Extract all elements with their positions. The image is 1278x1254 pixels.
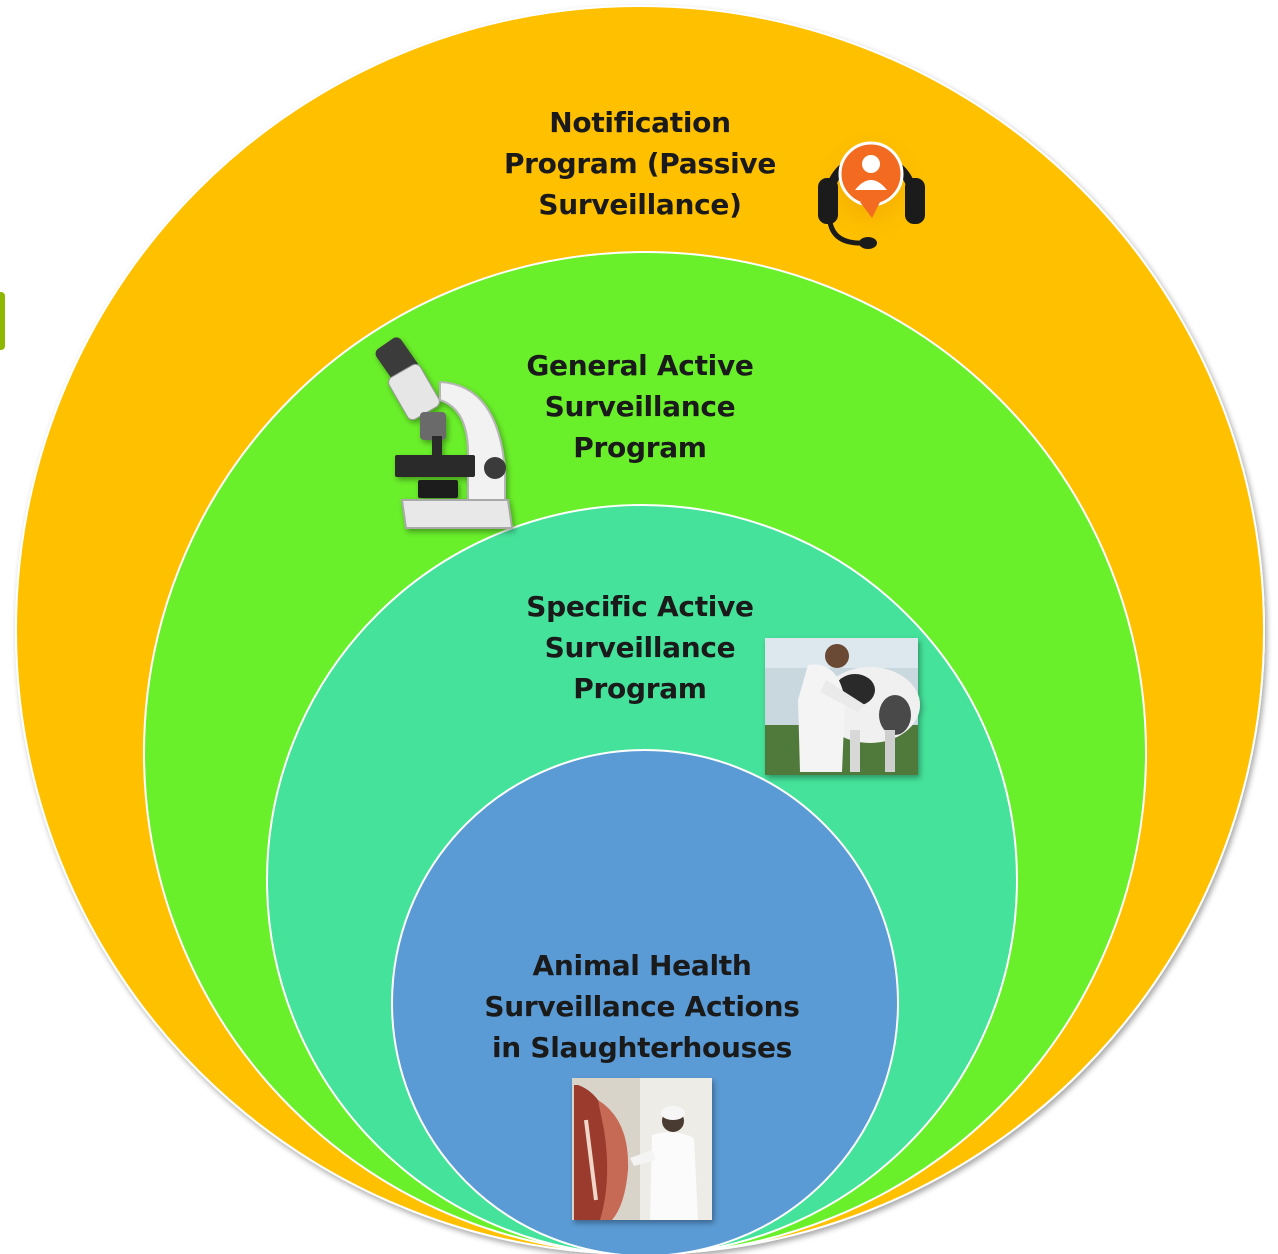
- label-line: Notification: [549, 106, 731, 139]
- slaughterhouse-inspection-photo: [572, 1078, 712, 1220]
- label-line: Surveillance: [544, 390, 736, 423]
- label-line: Program: [573, 431, 707, 464]
- edge-accent-mark: [0, 292, 5, 350]
- microscope-icon: [375, 337, 514, 529]
- headset-support-icon: [808, 123, 932, 249]
- specific-active-program-label: Specific Active Surveillance Program: [470, 586, 810, 709]
- general-active-program-label: General Active Surveillance Program: [470, 345, 810, 468]
- label-line: Animal Health: [532, 949, 752, 982]
- notification-program-label: Notification Program (Passive Surveillan…: [470, 102, 810, 225]
- label-line: Surveillance): [538, 188, 742, 221]
- label-line: Program (Passive: [503, 147, 777, 180]
- label-line: Surveillance: [544, 631, 736, 664]
- slaughterhouse-actions-label: Animal Health Surveillance Actions in Sl…: [452, 945, 832, 1068]
- label-line: Program: [573, 672, 707, 705]
- label-line: Surveillance Actions: [484, 990, 800, 1023]
- label-line: in Slaughterhouses: [491, 1031, 793, 1064]
- cattle-inspection-photo: [765, 638, 920, 775]
- label-line: General Active: [526, 349, 754, 382]
- label-line: Specific Active: [526, 590, 754, 623]
- ring-slaughterhouse: [391, 749, 899, 1254]
